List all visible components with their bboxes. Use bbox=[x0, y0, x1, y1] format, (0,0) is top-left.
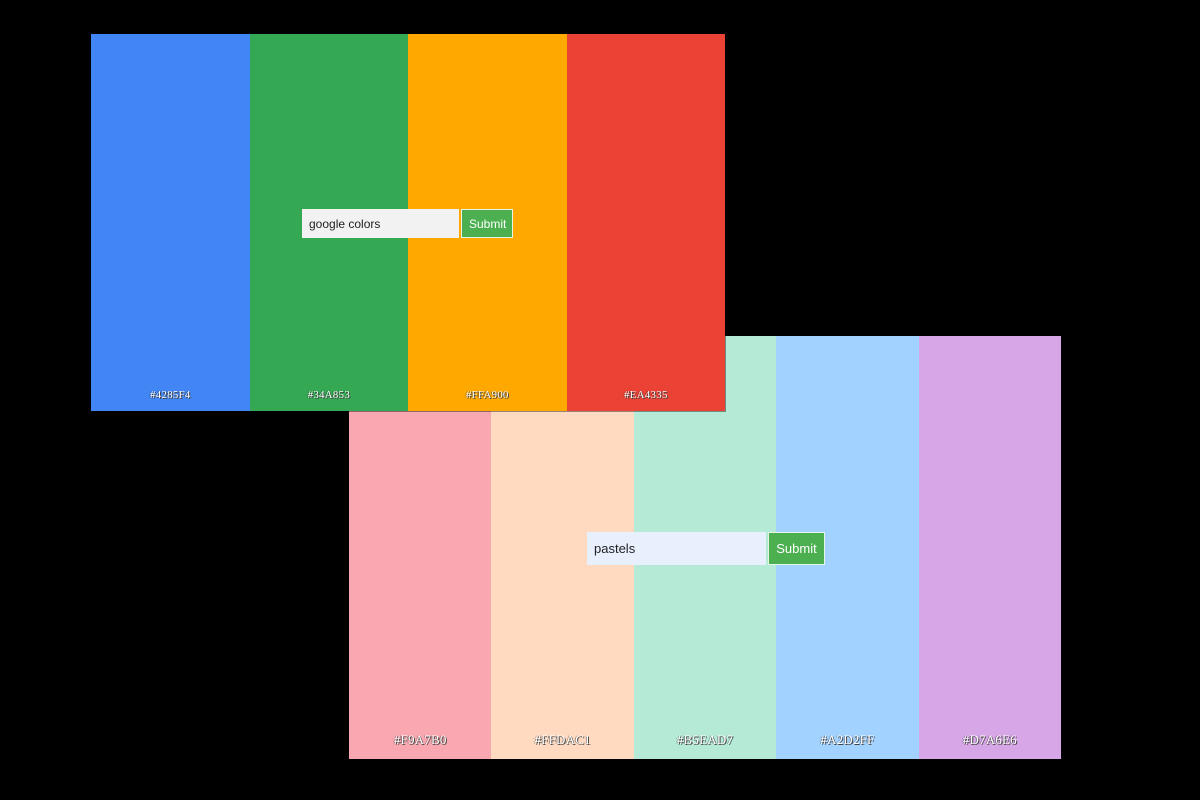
swatch-hex-label: #F9A7B0 bbox=[393, 732, 447, 747]
swatch-hex-label: #D7A6E6 bbox=[962, 732, 1017, 747]
palette-window-pastels: #F9A7B0 #FFDAC1 #B5EAD7 #A2D2FF #D7A6E6 … bbox=[349, 336, 1061, 759]
swatch-hex-label: #EA4335 bbox=[623, 389, 668, 401]
submit-button[interactable]: Submit bbox=[768, 532, 825, 565]
color-swatch[interactable]: #4285F4 bbox=[91, 34, 250, 411]
swatch-hex-label: #FFA900 bbox=[465, 389, 509, 401]
submit-button[interactable]: Submit bbox=[461, 209, 513, 238]
swatch-hex-label: #FFDAC1 bbox=[534, 732, 591, 747]
swatch-hex-label: #4285F4 bbox=[149, 389, 191, 401]
palette-search-input[interactable] bbox=[587, 532, 766, 565]
palette-search-form: Submit bbox=[587, 532, 825, 565]
swatch-hex-label: #34A853 bbox=[307, 389, 350, 401]
palette-search-input[interactable] bbox=[302, 209, 459, 238]
swatch-hex-label: #B5EAD7 bbox=[676, 732, 734, 747]
palette-window-google: #4285F4 #34A853 #FFA900 #EA4335 Submit bbox=[91, 34, 725, 411]
color-swatch[interactable]: #D7A6E6 bbox=[918, 336, 1061, 759]
color-swatch[interactable]: #EA4335 bbox=[566, 34, 725, 411]
swatch-hex-label: #A2D2FF bbox=[820, 732, 875, 747]
palette-search-form: Submit bbox=[302, 209, 513, 238]
